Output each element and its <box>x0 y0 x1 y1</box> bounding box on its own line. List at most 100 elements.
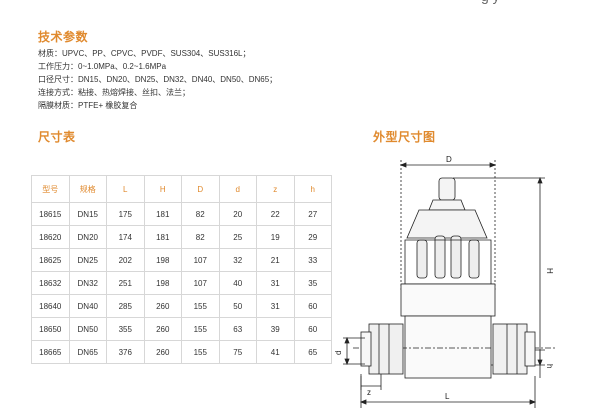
table-cell: DN15 <box>68 202 107 226</box>
col-header-H: H <box>143 175 182 203</box>
table-cell: 202 <box>106 248 145 272</box>
table-cell: 181 <box>143 225 182 249</box>
table-cell: DN20 <box>68 225 107 249</box>
col-header-d: d <box>218 175 257 203</box>
spec-title: 技术参数 <box>38 30 89 44</box>
col-header-model: 型号 <box>31 175 70 203</box>
table-row: 18615 DN15 175 181 82 20 22 27 <box>31 202 332 226</box>
table-cell: 18615 <box>31 202 70 226</box>
table-cell: 107 <box>181 271 220 295</box>
dim-arrows-D <box>399 162 497 168</box>
table-cell: 18632 <box>31 271 70 295</box>
col-header-spec: 规格 <box>68 175 107 203</box>
label-D: D <box>446 155 452 164</box>
table-cell: 31 <box>256 294 295 318</box>
table-cell: DN50 <box>68 317 107 341</box>
valve-rib <box>434 235 446 279</box>
table-cell: 18625 <box>31 248 70 272</box>
table-cell: 27 <box>293 202 332 226</box>
table-cell: 18620 <box>31 225 70 249</box>
table-row: 18640 DN40 285 260 155 50 31 60 <box>31 294 332 318</box>
right-union-nut <box>524 331 536 367</box>
label-h: h <box>545 364 554 368</box>
valve-body <box>400 283 496 317</box>
table-row: 18625 DN25 202 198 107 32 21 33 <box>31 248 332 272</box>
table-cell: 355 <box>106 317 145 341</box>
valve-bonnet-top <box>428 199 466 211</box>
label-d: d <box>335 351 343 355</box>
col-header-D: D <box>181 175 220 203</box>
table-cell: 198 <box>143 271 182 295</box>
table-cell: 82 <box>181 202 220 226</box>
table-cell: 175 <box>106 202 145 226</box>
table-cell: 60 <box>293 317 332 341</box>
left-union <box>368 323 404 375</box>
table-cell: 82 <box>181 225 220 249</box>
table-cell: 60 <box>293 294 332 318</box>
valve-bonnet <box>406 209 488 239</box>
table-cell: 107 <box>181 248 220 272</box>
table-cell: 25 <box>218 225 257 249</box>
table-cell: 251 <box>106 271 145 295</box>
table-row: 18650 DN50 355 260 155 63 39 60 <box>31 317 332 341</box>
valve-rib <box>416 239 428 279</box>
size-table-header-row: 型号 规格 L H D d z h <box>31 175 332 203</box>
table-cell: 19 <box>256 225 295 249</box>
table-cell: 32 <box>218 248 257 272</box>
spec-pressure: 工作压力：0~1.0MPa、0.2~1.6MPa <box>38 62 167 71</box>
table-cell: 33 <box>293 248 332 272</box>
table-cell: 155 <box>181 294 220 318</box>
table-cell: 40 <box>218 271 257 295</box>
dim-arrows-L <box>359 399 537 405</box>
drawing-title: 外型尺寸图 <box>373 130 436 144</box>
table-cell: 20 <box>218 202 257 226</box>
table-cell: 41 <box>256 340 295 364</box>
table-cell: 75 <box>218 340 257 364</box>
table-cell: 18665 <box>31 340 70 364</box>
table-row: 18632 DN32 251 198 107 40 31 35 <box>31 271 332 295</box>
table-row: 18665 DN65 376 260 155 75 41 65 <box>31 340 332 364</box>
table-cell: 376 <box>106 340 145 364</box>
table-cell: 50 <box>218 294 257 318</box>
table-cell: 155 <box>181 340 220 364</box>
valve-handle <box>438 177 456 201</box>
spec-sizes: 口径尺寸：DN15、DN20、DN25、DN32、DN40、DN50、DN65； <box>38 75 278 84</box>
left-union-nut <box>360 331 372 367</box>
table-row: 18620 DN20 174 181 82 25 19 29 <box>31 225 332 249</box>
table-cell: 21 <box>256 248 295 272</box>
table-cell: 29 <box>293 225 332 249</box>
table-cell: 181 <box>143 202 182 226</box>
table-cell: 31 <box>256 271 295 295</box>
valve-dimension-drawing: D H d z h L <box>335 155 557 408</box>
table-cell: 22 <box>256 202 295 226</box>
dim-arrows-d <box>344 336 350 366</box>
size-table-title: 尺寸表 <box>38 130 76 144</box>
table-cell: 174 <box>106 225 145 249</box>
table-cell: 18640 <box>31 294 70 318</box>
valve-lower-body <box>404 315 492 379</box>
table-cell: 155 <box>181 317 220 341</box>
table-cell: DN40 <box>68 294 107 318</box>
table-cell: 39 <box>256 317 295 341</box>
header-fragment: g y <box>451 0 591 4</box>
table-cell: 260 <box>143 340 182 364</box>
table-cell: 285 <box>106 294 145 318</box>
valve-rib <box>450 235 462 279</box>
table-cell: 18650 <box>31 317 70 341</box>
table-cell: 35 <box>293 271 332 295</box>
table-cell: DN32 <box>68 271 107 295</box>
table-cell: 198 <box>143 248 182 272</box>
table-cell: 260 <box>143 317 182 341</box>
right-union <box>492 323 528 375</box>
header-fragment-text: g y <box>481 0 500 4</box>
spec-list: 材质：UPVC、PP、CPVC、PVDF、SUS304、SUS316L； 工作压… <box>38 47 277 112</box>
col-header-h: h <box>293 175 332 203</box>
spec-material: 材质：UPVC、PP、CPVC、PVDF、SUS304、SUS316L； <box>38 49 251 58</box>
col-header-z: z <box>256 175 295 203</box>
spec-connection: 连接方式：粘接、热熔焊接、丝扣、法兰； <box>38 88 190 97</box>
spec-diaphragm: 隔膜材质：PTFE+ 橡胶复合 <box>38 101 138 110</box>
label-L: L <box>445 392 450 401</box>
table-cell: DN25 <box>68 248 107 272</box>
size-table: 型号 规格 L H D d z h 18615 DN15 175 181 82 … <box>31 175 332 364</box>
label-z: z <box>367 388 371 397</box>
